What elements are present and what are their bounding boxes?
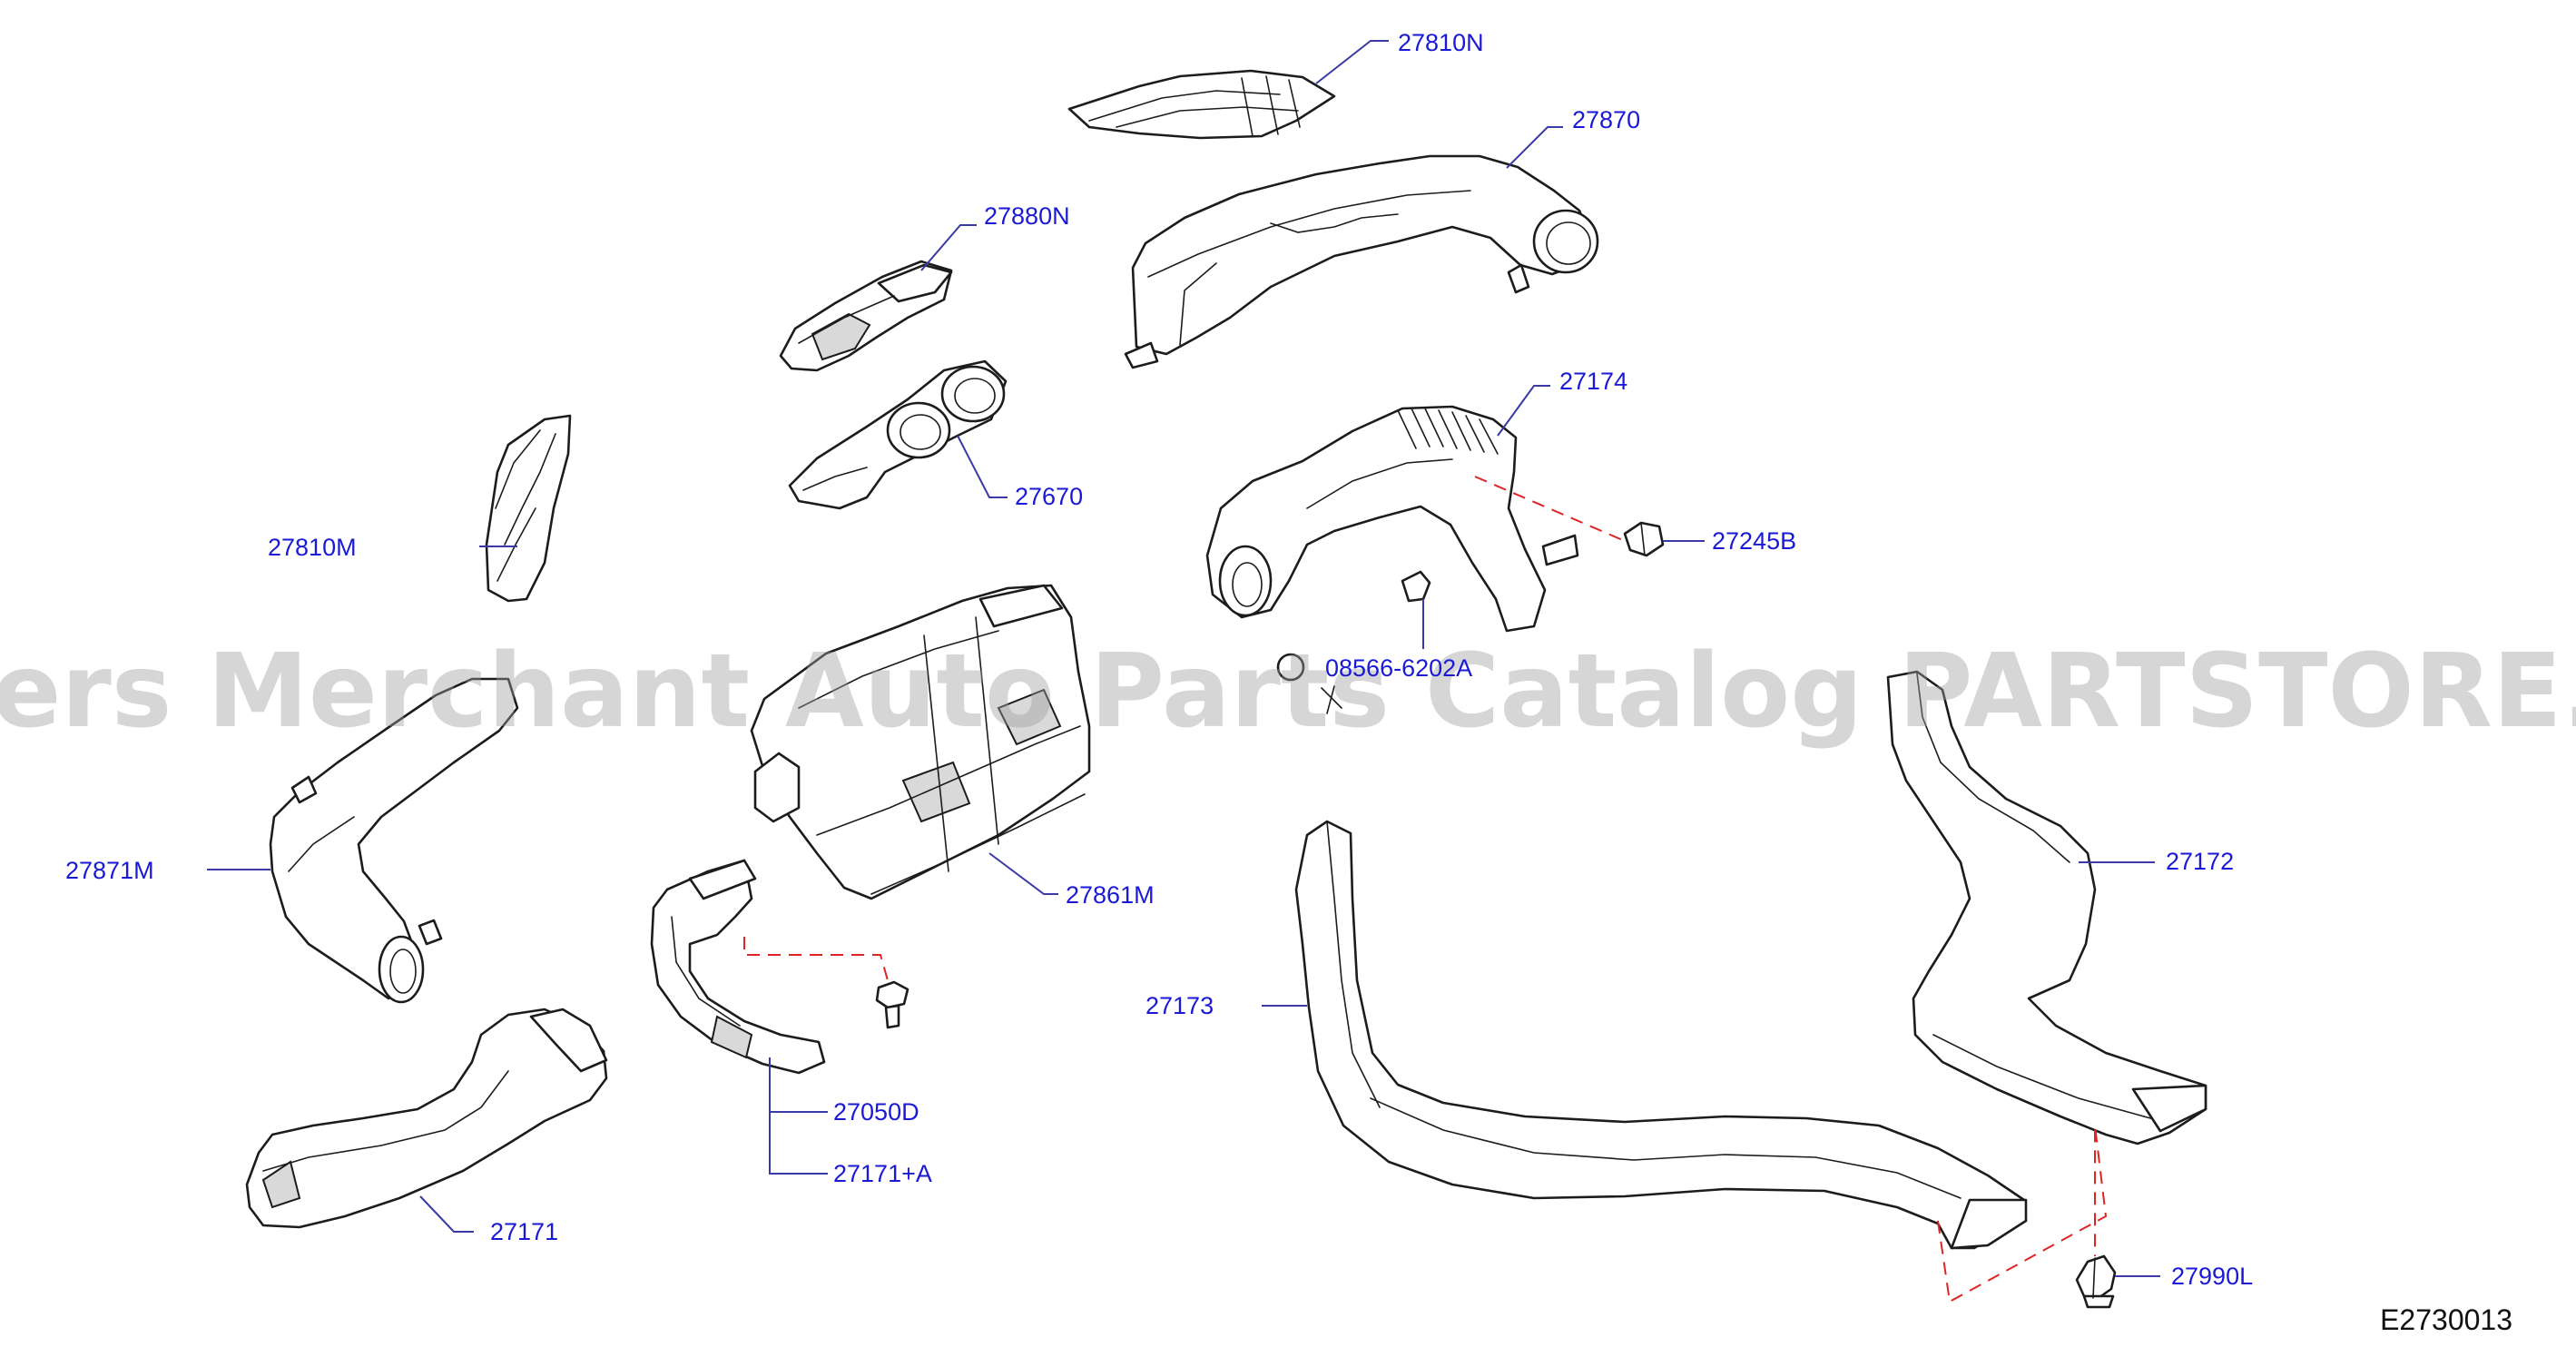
label-27172[interactable]: 27172 — [2166, 848, 2234, 875]
part-27990L-drawing — [2075, 1254, 2117, 1309]
label-27861M[interactable]: 27861M — [1066, 881, 1155, 909]
label-27870[interactable]: 27870 — [1572, 106, 1640, 133]
label-27173[interactable]: 27173 — [1145, 992, 1214, 1019]
label-27245B[interactable]: 27245B — [1712, 527, 1796, 555]
label-27050D[interactable]: 27050D — [833, 1098, 919, 1126]
label-27990L[interactable]: 27990L — [2171, 1263, 2253, 1290]
part-27050D-drawing — [650, 859, 826, 1075]
label-08566[interactable]: 08566-6202A — [1325, 654, 1472, 682]
diagram-code: E2730013 — [2380, 1303, 2512, 1336]
part-27171-drawing — [245, 1008, 608, 1229]
part-27172-drawing — [1886, 670, 2207, 1145]
watermark: Offers Merchant Auto Parts Catalog PARTS… — [0, 633, 2576, 751]
part-labels: 27810N 27870 27880N 27670 27174 27245B 2… — [65, 29, 2253, 1290]
part-27173-drawing — [1294, 820, 2028, 1250]
part-bolt-drawing — [875, 980, 909, 1029]
part-27670-drawing — [788, 359, 1008, 510]
part-27810N-drawing — [1067, 69, 1336, 140]
label-27670[interactable]: 27670 — [1015, 483, 1083, 510]
dash-line-27245B — [1474, 476, 1626, 542]
part-27245B-drawing — [1623, 521, 1665, 557]
part-27174-drawing — [1205, 405, 1579, 633]
leader-lines — [207, 40, 2160, 1277]
part-27871M-drawing — [269, 677, 519, 1004]
label-27880N[interactable]: 27880N — [984, 202, 1070, 230]
label-27171[interactable]: 27171 — [490, 1218, 558, 1245]
part-27880N-drawing — [779, 260, 953, 372]
label-27871M[interactable]: 27871M — [65, 857, 154, 884]
part-small-clip-drawing — [1401, 570, 1431, 603]
part-08566-drawing — [1276, 653, 1342, 714]
label-27810M[interactable]: 27810M — [268, 534, 357, 561]
part-27861M-drawing — [750, 584, 1091, 900]
part-27870-drawing — [1124, 154, 1599, 369]
part-27810M-drawing — [485, 414, 572, 603]
label-27810N[interactable]: 27810N — [1398, 29, 1484, 56]
label-27171A[interactable]: 27171+A — [833, 1160, 932, 1187]
label-27174[interactable]: 27174 — [1559, 368, 1627, 395]
dash-line-27990L — [1937, 1125, 2108, 1303]
dash-line-bolt — [743, 937, 889, 981]
